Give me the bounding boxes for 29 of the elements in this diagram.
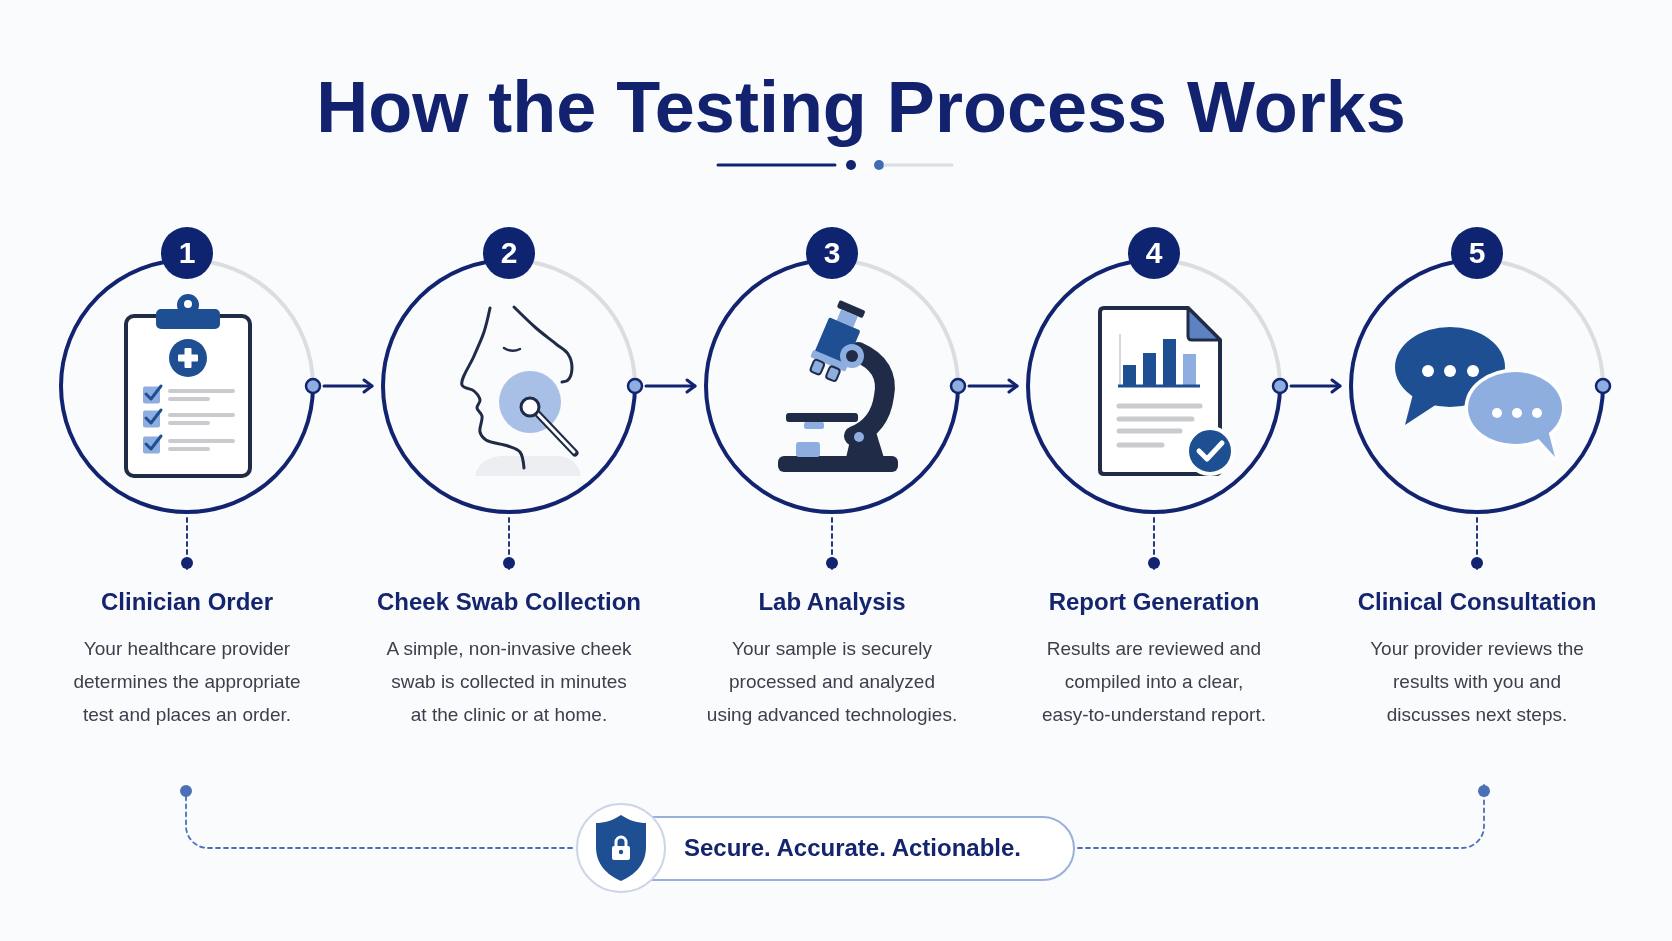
page-title: How the Testing Process Works — [316, 66, 1406, 149]
arrow — [967, 378, 1019, 394]
step-number: 4 — [1128, 227, 1180, 279]
tagline: Secure. Accurate. Actionable. — [684, 833, 1021, 863]
step-description: Results are reviewed and compiled into a clear, easy-to-understand report. — [1041, 637, 1267, 727]
dashed-connector — [180, 784, 573, 849]
step-number: 5 — [1451, 227, 1503, 279]
dashed-connector — [1077, 784, 1490, 849]
tagline-pill — [575, 802, 1075, 894]
arrow — [1289, 378, 1342, 394]
step-number: 3 — [806, 227, 858, 279]
step-title: Lab Analysis — [758, 587, 906, 617]
dashed-connector — [826, 517, 838, 570]
dashed-connector — [1471, 517, 1483, 570]
step-number: 2 — [483, 227, 535, 279]
arrow — [322, 378, 374, 394]
step-title: Clinical Consultation — [1357, 587, 1597, 617]
dashed-connector — [503, 517, 515, 570]
step-title: Report Generation — [1048, 587, 1260, 617]
step-number: 1 — [161, 227, 213, 279]
step-title: Clinician Order — [100, 587, 273, 617]
step-title: Cheek Swab Collection — [376, 587, 642, 617]
arrow — [644, 378, 697, 394]
dashed-connector — [1148, 517, 1160, 570]
step-description: Your healthcare provider determines the appropriate test and places an order. — [72, 637, 302, 727]
step-description: Your provider reviews the results with you and discusses next steps. — [1369, 637, 1585, 727]
dashed-connector — [181, 517, 193, 570]
step-description: Your sample is securely processed and analyzed using advanced technologies. — [705, 637, 959, 727]
step-description: A simple, non-invasive cheek swab is collected in minutes at the clinic or at home. — [385, 637, 633, 727]
